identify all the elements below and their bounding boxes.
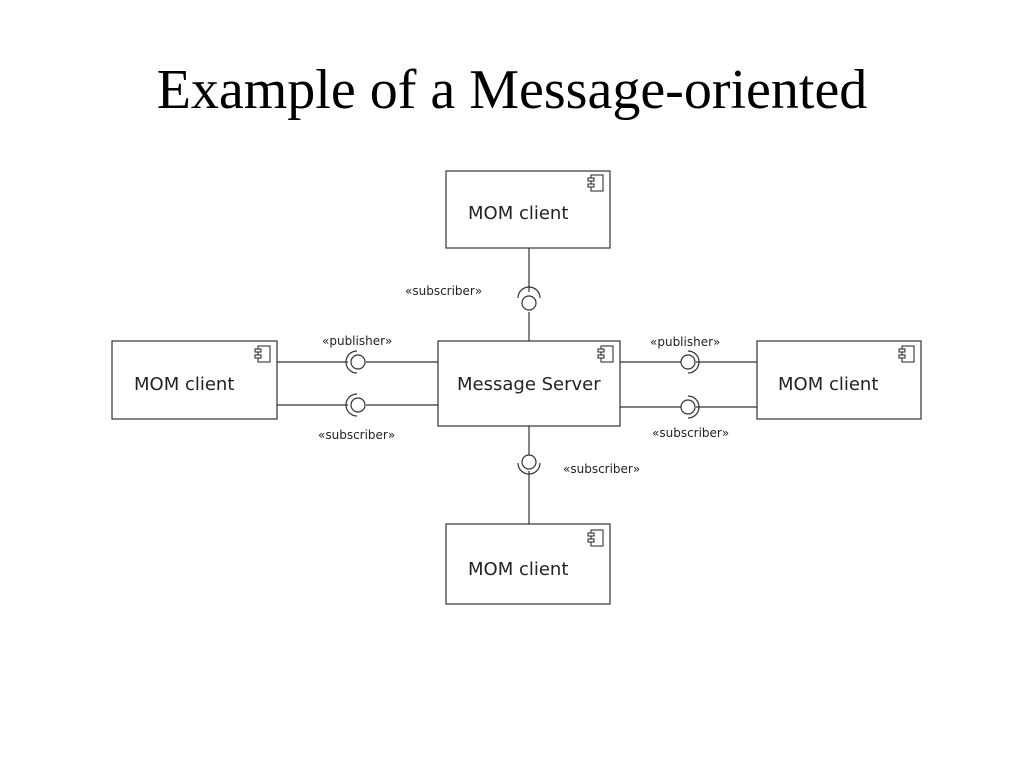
interface-socket-icon [687, 350, 700, 374]
interface-socket-icon [687, 395, 700, 419]
component-label: MOM client [468, 203, 568, 224]
interface-ball-icon [350, 397, 366, 413]
component-label: MOM client [778, 374, 878, 395]
interface-socket-icon [345, 350, 358, 374]
component-right-client: MOM client [756, 340, 922, 420]
interface-ball-icon [521, 295, 537, 311]
uml-component-icon [254, 345, 271, 363]
interface-socket-icon [517, 462, 541, 475]
uml-component-icon [898, 345, 915, 363]
component-box [445, 170, 611, 249]
component-left-client: MOM client [111, 340, 278, 420]
connector-wires [277, 248, 757, 524]
component-box [756, 340, 922, 420]
interface-socket-icon [345, 393, 358, 417]
interface-ball-icon [680, 354, 696, 370]
component-box [437, 340, 621, 427]
component-bottom-client: MOM client [445, 523, 611, 605]
interface-socket-icon [517, 286, 541, 299]
component-box [445, 523, 611, 605]
stereotype-labels: «subscriber» «publisher» «subscriber» «p… [318, 284, 729, 476]
interface-ball-icon [521, 454, 537, 470]
interface-symbols [345, 286, 700, 475]
interface-ball-icon [680, 399, 696, 415]
stereotype-left-publisher: «publisher» [322, 334, 392, 348]
stereotype-top-subscriber: «subscriber» [405, 284, 482, 298]
interface-ball-icon [350, 354, 366, 370]
component-message-server: Message Server [437, 340, 621, 427]
component-label: MOM client [468, 559, 568, 580]
component-label: MOM client [134, 374, 234, 395]
component-box [111, 340, 278, 420]
stereotype-right-publisher: «publisher» [650, 335, 720, 349]
uml-component-icon [597, 345, 614, 363]
stereotype-bottom-subscriber: «subscriber» [563, 462, 640, 476]
uml-component-icon [587, 529, 604, 547]
stereotype-left-subscriber: «subscriber» [318, 428, 395, 442]
uml-component-icon [587, 174, 604, 192]
component-label: Message Server [457, 374, 601, 395]
stereotype-right-subscriber: «subscriber» [652, 426, 729, 440]
slide-title: Example of a Message-oriented [156, 59, 868, 121]
component-top-client: MOM client [445, 170, 611, 249]
